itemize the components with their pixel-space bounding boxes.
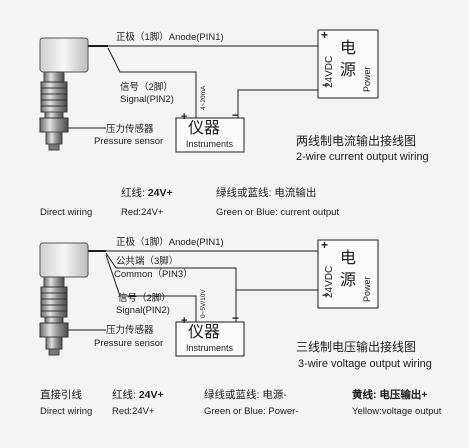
power-supply-box-2wire bbox=[317, 29, 379, 99]
legend-green-en-3wire: Green or Blue: Power- bbox=[204, 406, 299, 417]
legend-red-cn-2wire: 红线: 24V+ bbox=[121, 188, 173, 199]
sensor-label-cn-2wire: 压力传感器 bbox=[106, 124, 154, 135]
legend-direct-cn-3wire: 直接引线 bbox=[40, 389, 82, 401]
legend-green-cn-3wire: 绿线或蓝线: 电源- bbox=[204, 389, 287, 401]
power-cn-1-3wire: 电 bbox=[340, 250, 357, 267]
supply-voltage-label-3wire: 24VDC bbox=[324, 266, 335, 298]
wire-return-2wire bbox=[237, 84, 319, 118]
power-plus-3wire: + bbox=[321, 238, 329, 252]
signal-label-cn-2wire: 信号（2脚） bbox=[120, 82, 173, 93]
instrument-en-2wire: Instruments bbox=[186, 139, 234, 149]
power-en-label-3wire: Power bbox=[362, 276, 372, 302]
diagram-2wire bbox=[39, 29, 379, 153]
power-plus-2wire: + bbox=[321, 28, 329, 42]
anode-label-3wire: 正极（1脚）Anode(PIN1) bbox=[116, 237, 224, 248]
instrument-minus-2wire: − bbox=[232, 108, 240, 122]
instrument-box-2wire bbox=[175, 117, 245, 153]
power-cn-2-2wire: 源 bbox=[340, 62, 357, 79]
title-cn-3wire: 三线制电压输出接线图 bbox=[296, 340, 417, 354]
legend-yellow-cn-3wire: 黄线: 电压输出+ bbox=[352, 389, 428, 401]
supply-voltage-label-2wire: 24VDC bbox=[324, 56, 335, 88]
wire-signal-2wire bbox=[107, 47, 197, 118]
power-cn-2-3wire: 源 bbox=[340, 272, 357, 289]
wire-common-power-3wire bbox=[236, 289, 319, 296]
instrument-minus-3wire: − bbox=[232, 311, 240, 325]
common-label-en-3wire: Common（PIN3） bbox=[114, 269, 193, 280]
pressure-sensor-3wire bbox=[39, 242, 89, 356]
instrument-en-3wire: Instruments bbox=[186, 343, 234, 353]
wire-common-3wire bbox=[105, 252, 237, 322]
wire-signal-3wire bbox=[105, 254, 197, 322]
sensor-label-en-2wire: Pressure sensor bbox=[94, 136, 164, 147]
power-en-label-2wire: Power bbox=[362, 66, 372, 92]
instrument-cn-2wire: 仪器 bbox=[188, 120, 221, 137]
legend-red-cn-label-2wire: 红线: bbox=[121, 187, 145, 199]
power-cn-1-2wire: 电 bbox=[340, 40, 357, 57]
legend-red-en-2wire: Red:24V+ bbox=[121, 207, 164, 218]
current-range-label: 4~20mA bbox=[200, 85, 207, 110]
pressure-sensor-2wire bbox=[39, 37, 89, 151]
legend-red-value-2wire: 24V+ bbox=[147, 187, 173, 199]
instrument-plus-2wire: + bbox=[181, 111, 188, 123]
instrument-plus-3wire: + bbox=[181, 315, 188, 327]
legend-red-cn-label-3wire: 红线: bbox=[112, 389, 136, 401]
legend-direct-wiring-2wire: Direct wiring bbox=[40, 207, 93, 218]
power-supply-box-3wire bbox=[317, 239, 379, 309]
legend-green-en-2wire: Green or Blue: current output bbox=[216, 207, 340, 218]
power-minus-3wire: − bbox=[322, 288, 330, 302]
signal-label-cn-3wire: 信号（2脚） bbox=[118, 293, 171, 304]
instrument-box-3wire bbox=[175, 321, 245, 357]
signal-label-en-3wire: Signal(PIN2) bbox=[116, 305, 170, 316]
sensor-label-cn-3wire: 压力传感器 bbox=[106, 325, 154, 336]
title-cn-2wire: 两线制电流输出接线图 bbox=[296, 134, 417, 148]
legend-yellow-en-3wire: Yellow:voltage output bbox=[352, 406, 442, 417]
signal-label-en-2wire: Signal(PIN2) bbox=[120, 94, 174, 105]
legend-direct-wiring-3wire: Direct wiring bbox=[40, 406, 93, 417]
common-label-cn-3wire: 公共端（3脚） bbox=[116, 256, 179, 267]
legend-green-cn-2wire: 绿线或蓝线: 电流输出 bbox=[216, 187, 317, 199]
legend-red-en-3wire: Red:24V+ bbox=[112, 406, 155, 417]
title-en-2wire: 2-wire current output wiring bbox=[296, 151, 429, 163]
legend-red-value-3wire: 24V+ bbox=[138, 389, 164, 401]
voltage-range-label: 0~5V/10V bbox=[200, 289, 207, 318]
power-minus-2wire: − bbox=[322, 78, 330, 92]
instrument-cn-3wire: 仪器 bbox=[188, 324, 221, 341]
sensor-label-en-3wire: Pressure sensor bbox=[94, 338, 164, 349]
legend-red-cn-3wire: 红线: 24V+ bbox=[112, 390, 164, 401]
title-en-3wire: 3-wire voltage output wiring bbox=[298, 358, 432, 370]
anode-label-2wire: 正极（1脚）Anode(PIN1) bbox=[116, 32, 224, 43]
diagram-3wire bbox=[39, 239, 379, 357]
